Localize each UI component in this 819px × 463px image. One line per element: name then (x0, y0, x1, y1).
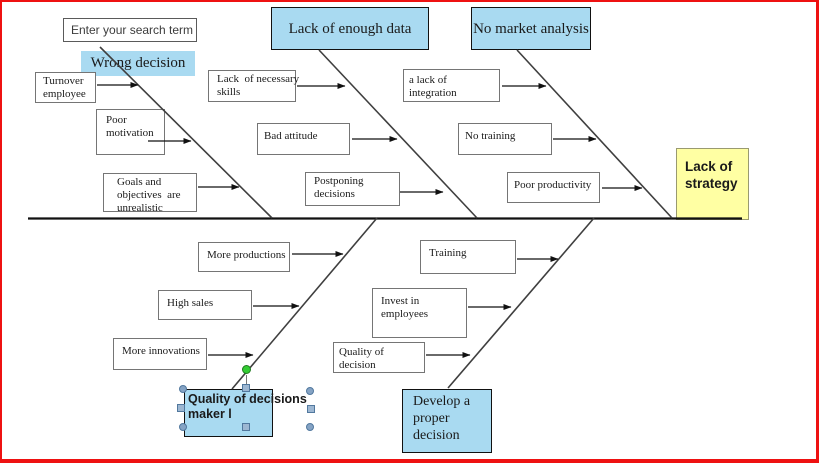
cause-box-bad-attitude[interactable]: Bad attitude (257, 123, 350, 155)
effect-box-lack-of-strategy[interactable]: Lack of strategy (676, 148, 749, 220)
cause-box-goals-unrealistic[interactable]: Goals and objectives are unrealistic (103, 173, 197, 214)
resize-handle-top-center[interactable] (242, 384, 250, 392)
resize-handle-left-middle[interactable] (177, 404, 185, 412)
cause-box-no-training[interactable]: No training (458, 123, 552, 155)
cause-box-poor-motivation[interactable]: Poor motivation (96, 109, 165, 155)
search-input[interactable] (63, 18, 197, 42)
cause-box-turnover-employee[interactable]: Turnover employee (35, 72, 96, 103)
resize-handle-top-right[interactable] (306, 387, 314, 395)
branch-box-wrong-decision[interactable]: Wrong decision (81, 51, 195, 76)
cause-box-more-innovations[interactable]: More innovations (113, 338, 207, 370)
cause-box-training[interactable]: Training (420, 240, 516, 274)
cause-box-invest-in-employees[interactable]: Invest in employees (372, 288, 467, 338)
branch-box-no-market-analysis[interactable]: No market analysis (471, 7, 591, 50)
cause-box-poor-productivity[interactable]: Poor productivity (507, 172, 600, 203)
branch-box-quality-of-decisions-maker[interactable]: Quality of decisions maker l (184, 389, 307, 437)
cause-box-more-productions[interactable]: More productions (198, 242, 290, 272)
cause-box-postponing-decisions[interactable]: Postponing decisions (305, 172, 400, 206)
branch-box-lack-of-enough-data[interactable]: Lack of enough data (271, 7, 429, 50)
resize-handle-bottom-left[interactable] (179, 423, 187, 431)
cause-box-quality-of-decision[interactable]: Quality of decision (333, 342, 425, 373)
cause-box-a-lack-of-integration[interactable]: a lack of integration (403, 69, 500, 102)
cause-box-lack-of-necessary-skills[interactable]: Lack of necessary skills (208, 70, 299, 102)
branch-box-develop-a-proper-decision[interactable]: Develop a proper decision (402, 389, 492, 453)
resize-handle-right-middle[interactable] (307, 405, 315, 413)
cause-box-high-sales[interactable]: High sales (158, 290, 252, 320)
rotate-handle[interactable] (242, 365, 251, 374)
resize-handle-top-left[interactable] (179, 385, 187, 393)
resize-handle-bottom-center[interactable] (242, 423, 250, 431)
resize-handle-bottom-right[interactable] (306, 423, 314, 431)
